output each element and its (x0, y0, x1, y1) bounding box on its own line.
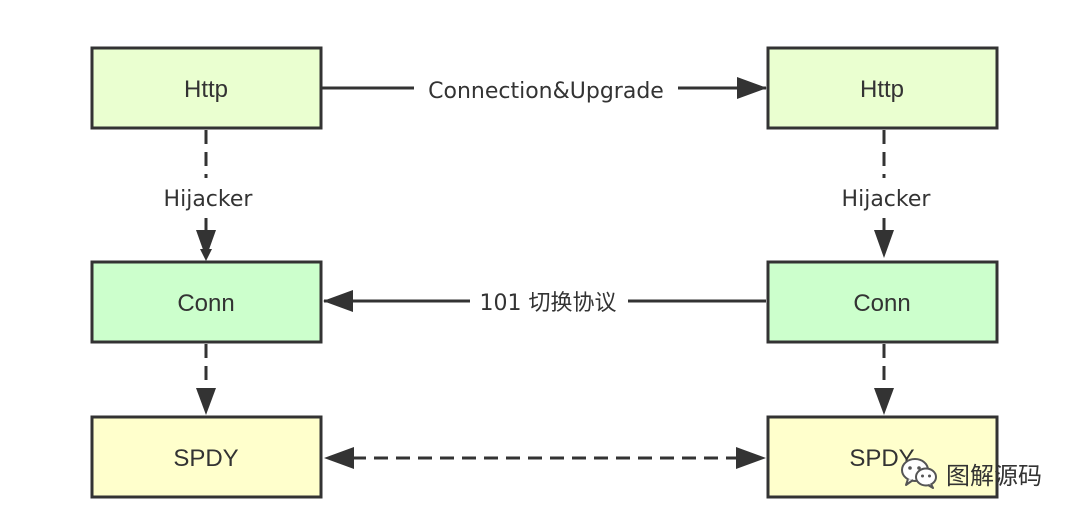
hijacker-right-label: Hijacker (842, 187, 932, 212)
hijacker-left-label: Hijacker (164, 187, 254, 212)
conn-left-label: Conn (177, 290, 234, 317)
switch-protocol-label: 101 切换协议 (480, 291, 617, 316)
conn-spdy-left-edge (196, 344, 216, 415)
http-right-label: Http (860, 76, 904, 103)
conn-right-node: Conn (766, 260, 999, 344)
hijacker-left-edge: Hijacker (164, 130, 254, 261)
watermark-text: 图解源码 (946, 461, 1042, 490)
conn-spdy-right-edge (874, 344, 894, 415)
wechat-icon (901, 458, 937, 489)
upgrade-edge: Connection&Upgrade (322, 77, 767, 104)
hijacker-right-edge: Hijacker (842, 130, 932, 260)
watermark: 图解源码 (900, 454, 1042, 492)
conn-left-node: Conn (90, 260, 323, 344)
switch-protocol-edge: 101 切换协议 (323, 290, 766, 316)
spdy-left-node: SPDY (90, 415, 323, 499)
conn-right-label: Conn (853, 290, 910, 317)
http-right-node: Http (766, 46, 999, 130)
http-left-node: Http (90, 46, 323, 130)
spdy-bidirectional-edge (324, 447, 766, 469)
upgrade-edge-label: Connection&Upgrade (428, 79, 664, 104)
spdy-left-label: SPDY (173, 445, 238, 472)
http-left-label: Http (184, 76, 228, 103)
